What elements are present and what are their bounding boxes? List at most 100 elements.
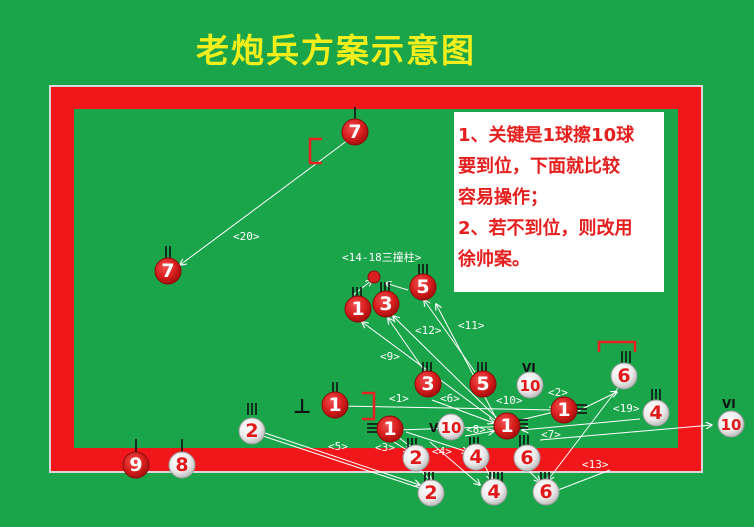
annotation-11: <11> [458, 319, 485, 332]
ball-r7-top: 7 [341, 118, 369, 146]
ball-circle [469, 370, 497, 398]
ball-circle [402, 444, 430, 472]
ball-circle [642, 399, 670, 427]
ball-r3-b: 3 [414, 370, 442, 398]
ball-number: 6 [520, 447, 533, 469]
path-4b [429, 441, 480, 485]
ball-circle [321, 391, 349, 419]
ball-number: 5 [476, 373, 489, 395]
ball-number: 1 [351, 298, 364, 320]
annotation-20: <20> [233, 230, 260, 243]
path-17 [351, 280, 372, 297]
ball-circle [344, 295, 372, 323]
annotation-9: <9> [380, 350, 400, 363]
ball-w4-a: 4 [642, 399, 670, 427]
ball-r3-a: 3 [372, 290, 400, 318]
ball-w4-b: 4 [462, 443, 490, 471]
instruction-note: 1、关键是1球擦10球 要到位，下面就比较 容易操作； 2、若不到位，则改用 徐… [454, 112, 664, 292]
ball-w2-c: 2 [417, 479, 445, 507]
ball-w8: 8 [168, 451, 196, 479]
ball-r1-b: 1 [321, 391, 349, 419]
note-line-5: 徐帅案。 [458, 249, 530, 270]
bracket-mid [362, 391, 376, 421]
note-line-1: 1、关键是1球擦10球 [458, 125, 635, 146]
ball-circle [532, 478, 560, 506]
annotation-2: <2> [548, 386, 568, 399]
ball-number: 8 [175, 454, 188, 476]
ball-w10-a: 10 [516, 371, 544, 399]
ball-number: 7 [348, 121, 361, 143]
ball-r1-e: 1 [550, 396, 578, 424]
ball-circle [493, 412, 521, 440]
path-5a [424, 300, 476, 373]
ball-w6-c: 6 [532, 478, 560, 506]
path-19 [522, 418, 641, 430]
roman-6-a: VI [522, 361, 536, 375]
ball-circle [550, 396, 578, 424]
ball-number: 1 [383, 418, 396, 440]
note-line-2: 要到位，下面就比较 [458, 156, 620, 177]
ball-number: 1 [500, 415, 513, 437]
annotation-4: <4> [432, 445, 452, 458]
ball-r1-a: 1 [344, 295, 372, 323]
path-7 [539, 425, 712, 441]
ball-number: 4 [469, 446, 482, 468]
annotation-8: <8> [466, 423, 486, 436]
tri-target-dot [367, 270, 381, 284]
ball-number: 1 [557, 399, 570, 421]
note-line-3: 容易操作； [458, 187, 548, 208]
ball-number: 3 [379, 293, 392, 315]
ball-circle [376, 415, 404, 443]
path-1 [339, 405, 555, 410]
path-6 [431, 399, 494, 423]
path-8 [464, 431, 494, 437]
annotation-5: <5> [328, 440, 348, 453]
ball-number: 1 [328, 394, 341, 416]
bracket-top [308, 137, 322, 165]
ball-w6-a: 6 [610, 362, 638, 390]
ball-w10-c: 10 [717, 410, 745, 438]
ball-number: 4 [649, 402, 662, 424]
ball-r5-b: 5 [469, 370, 497, 398]
ball-circle [238, 417, 266, 445]
ball-circle [122, 451, 150, 479]
ball-circle [417, 479, 445, 507]
ball-number: 10 [721, 416, 742, 434]
tee-mark: ⊥ [293, 394, 311, 418]
annotation-3: <3> [375, 441, 395, 454]
ball-circle [437, 413, 465, 441]
annotation-13: <13> [582, 458, 609, 471]
roman-6-b: VI [722, 397, 736, 411]
path-5 [264, 432, 420, 485]
annotation-14-18: <14-18三撞柱> [342, 251, 422, 264]
ball-w2-b: 2 [402, 444, 430, 472]
annotation-6: <6> [440, 392, 460, 405]
path-2 [577, 392, 617, 412]
ball-number: 6 [539, 481, 552, 503]
ball-circle [480, 478, 508, 506]
ball-w10-b: 10 [437, 413, 465, 441]
ball-w6-b: 6 [513, 444, 541, 472]
ball-number: 9 [129, 454, 142, 476]
ball-circle [414, 370, 442, 398]
annotation-10: <10> [496, 394, 523, 407]
ball-number: 10 [441, 419, 462, 437]
path-4 [405, 431, 468, 452]
ball-number: 2 [245, 420, 258, 442]
path-20 [180, 139, 349, 265]
ball-circle [409, 273, 437, 301]
ball-w2-a: 2 [238, 417, 266, 445]
annotation-1: <1> [389, 392, 409, 405]
annotation-7: <7> [541, 428, 561, 441]
path-12 [393, 316, 501, 422]
ball-number: 2 [424, 482, 437, 504]
ball-w4-c: 4 [480, 478, 508, 506]
path-3b [388, 318, 427, 374]
ball-number: 10 [520, 377, 541, 395]
ball-r7-left: 7 [154, 257, 182, 285]
ball-number: 7 [161, 260, 174, 282]
ball-number: 4 [487, 481, 500, 503]
bracket-right [597, 340, 637, 352]
diagram-title: 老炮兵方案示意图 [196, 31, 476, 70]
